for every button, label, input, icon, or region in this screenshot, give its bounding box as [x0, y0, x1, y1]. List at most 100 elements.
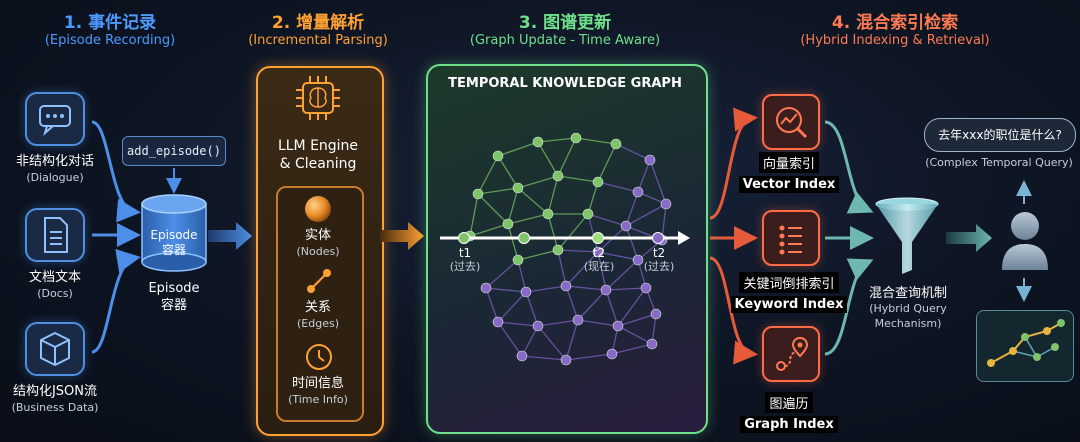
stage-4-subtitle: (Hybrid Indexing & Retrieval) — [800, 33, 990, 48]
graph-edge — [469, 193, 479, 237]
graph-node — [502, 218, 514, 230]
route-icon — [776, 336, 809, 371]
docs-label-cn: 文档文本 — [28, 270, 81, 285]
graph-edge — [497, 321, 539, 327]
stage-2-title: 2. 增量解析 — [271, 13, 365, 33]
graph-panel — [426, 64, 708, 434]
arrow-stage1-stage2 — [208, 222, 252, 250]
json-label-cn: 结构化JSON流 — [12, 384, 98, 399]
llm-engine-title-1: LLM Engine — [277, 138, 359, 154]
graph-index-cn: 图遍历 — [765, 392, 813, 413]
json-source — [25, 322, 85, 376]
graph-edge — [497, 155, 519, 189]
arrow-dialogue-db — [91, 120, 141, 223]
chat-icon — [39, 105, 71, 136]
episode-db-label-1: Episode — [150, 228, 198, 242]
graph-edge — [477, 193, 509, 225]
edges-item: 关系 (Edges) — [278, 300, 358, 332]
timeline-t2-sub: (现在) — [583, 260, 615, 273]
graph-edge — [517, 249, 559, 261]
llm-engine-title-2: & Cleaning — [279, 156, 357, 172]
edges-item-cn: 关系 — [304, 300, 331, 315]
graph-edge — [617, 313, 657, 327]
graph-node — [552, 170, 564, 182]
vector-index-cn: 向量索引 — [758, 152, 819, 173]
vector-search-icon — [776, 107, 808, 139]
graph-edge — [477, 155, 499, 195]
graph-edge — [497, 291, 527, 323]
add-episode-box: add_episode() — [122, 136, 226, 166]
graph-edge — [577, 319, 619, 327]
arrow-json-db — [91, 249, 141, 354]
graph-edge — [661, 203, 667, 241]
graph-edge — [605, 289, 619, 327]
dialogue-label-cn: 非结构化对话 — [15, 154, 94, 169]
graph-index-icon-box — [762, 326, 820, 382]
graph-node — [560, 280, 572, 292]
vector-index-label: 向量索引 Vector Index — [730, 152, 848, 193]
graph-edge — [587, 181, 599, 215]
nodes-item-en: (Nodes) — [296, 245, 340, 258]
json-label: 结构化JSON流 (Business Data) — [0, 384, 110, 416]
timeline-t1-sub: (过去) — [449, 260, 481, 273]
json-label-en: (Business Data) — [11, 401, 99, 414]
episode-db-label-2: 容器 — [161, 243, 186, 257]
graph-edge — [565, 319, 579, 361]
graph-edge — [521, 325, 539, 357]
graph-node — [572, 314, 584, 326]
result-panel — [976, 310, 1074, 382]
graph-index-label: 图遍历 Graph Index — [730, 392, 848, 433]
timeline-marker — [458, 232, 470, 244]
graph-edge — [587, 213, 599, 253]
docs-label: 文档文本 (Docs) — [0, 270, 110, 302]
graph-edge — [497, 321, 523, 357]
graph-edge — [537, 141, 559, 177]
graph-node — [660, 198, 672, 210]
episode-caption: Episode 容器 — [124, 280, 224, 314]
graph-edge — [469, 223, 509, 237]
graph-node — [610, 138, 622, 150]
graph-edge — [617, 287, 647, 327]
graph-node — [512, 182, 524, 194]
graph-node — [492, 316, 504, 328]
episode-caption-2: 容器 — [160, 298, 187, 313]
stage-2-subtitle: (Incremental Parsing) — [248, 33, 388, 48]
graph-node — [620, 220, 632, 232]
graph-node — [592, 176, 604, 188]
docs-label-en: (Docs) — [37, 287, 73, 300]
graph-edge — [597, 181, 639, 193]
graph-edge — [637, 159, 651, 193]
graph-node — [472, 188, 484, 200]
graph-edge — [517, 187, 549, 215]
extraction-list — [276, 186, 364, 422]
graph-edge — [625, 203, 667, 227]
graph-node — [542, 208, 554, 220]
graph-edge — [547, 175, 559, 215]
timeline-t3-label: t2 — [652, 246, 666, 260]
user-avatar-icon — [1002, 212, 1048, 270]
graph-node — [480, 282, 492, 294]
graph-edge — [649, 159, 667, 205]
graph-edge — [587, 213, 627, 227]
stage-3-title: 3. 图谱更新 — [518, 13, 612, 33]
arrow-stage2-stage3 — [380, 222, 424, 250]
graph-index-en: Graph Index — [740, 416, 838, 433]
box-icon — [40, 331, 70, 367]
graph-edge — [537, 325, 567, 361]
graph-edge — [525, 291, 539, 327]
graph-node — [632, 254, 644, 266]
nodes-item-cn: 实体 — [304, 228, 331, 243]
graph-node — [532, 320, 544, 332]
graph-edge — [625, 191, 639, 227]
graph-edge — [547, 213, 559, 251]
mechanism-en-1: (Hybrid Query — [869, 302, 947, 315]
graph-edge — [517, 259, 527, 293]
graph-edge — [597, 143, 617, 183]
graph-edge — [557, 249, 599, 253]
funnel-icon — [875, 197, 939, 274]
graph-edge — [565, 285, 607, 291]
keyword-index-icon-box — [762, 210, 820, 266]
graph-edge — [517, 175, 559, 189]
graph-node — [650, 308, 662, 320]
timeline-t3-sub: (过去) — [643, 260, 675, 273]
